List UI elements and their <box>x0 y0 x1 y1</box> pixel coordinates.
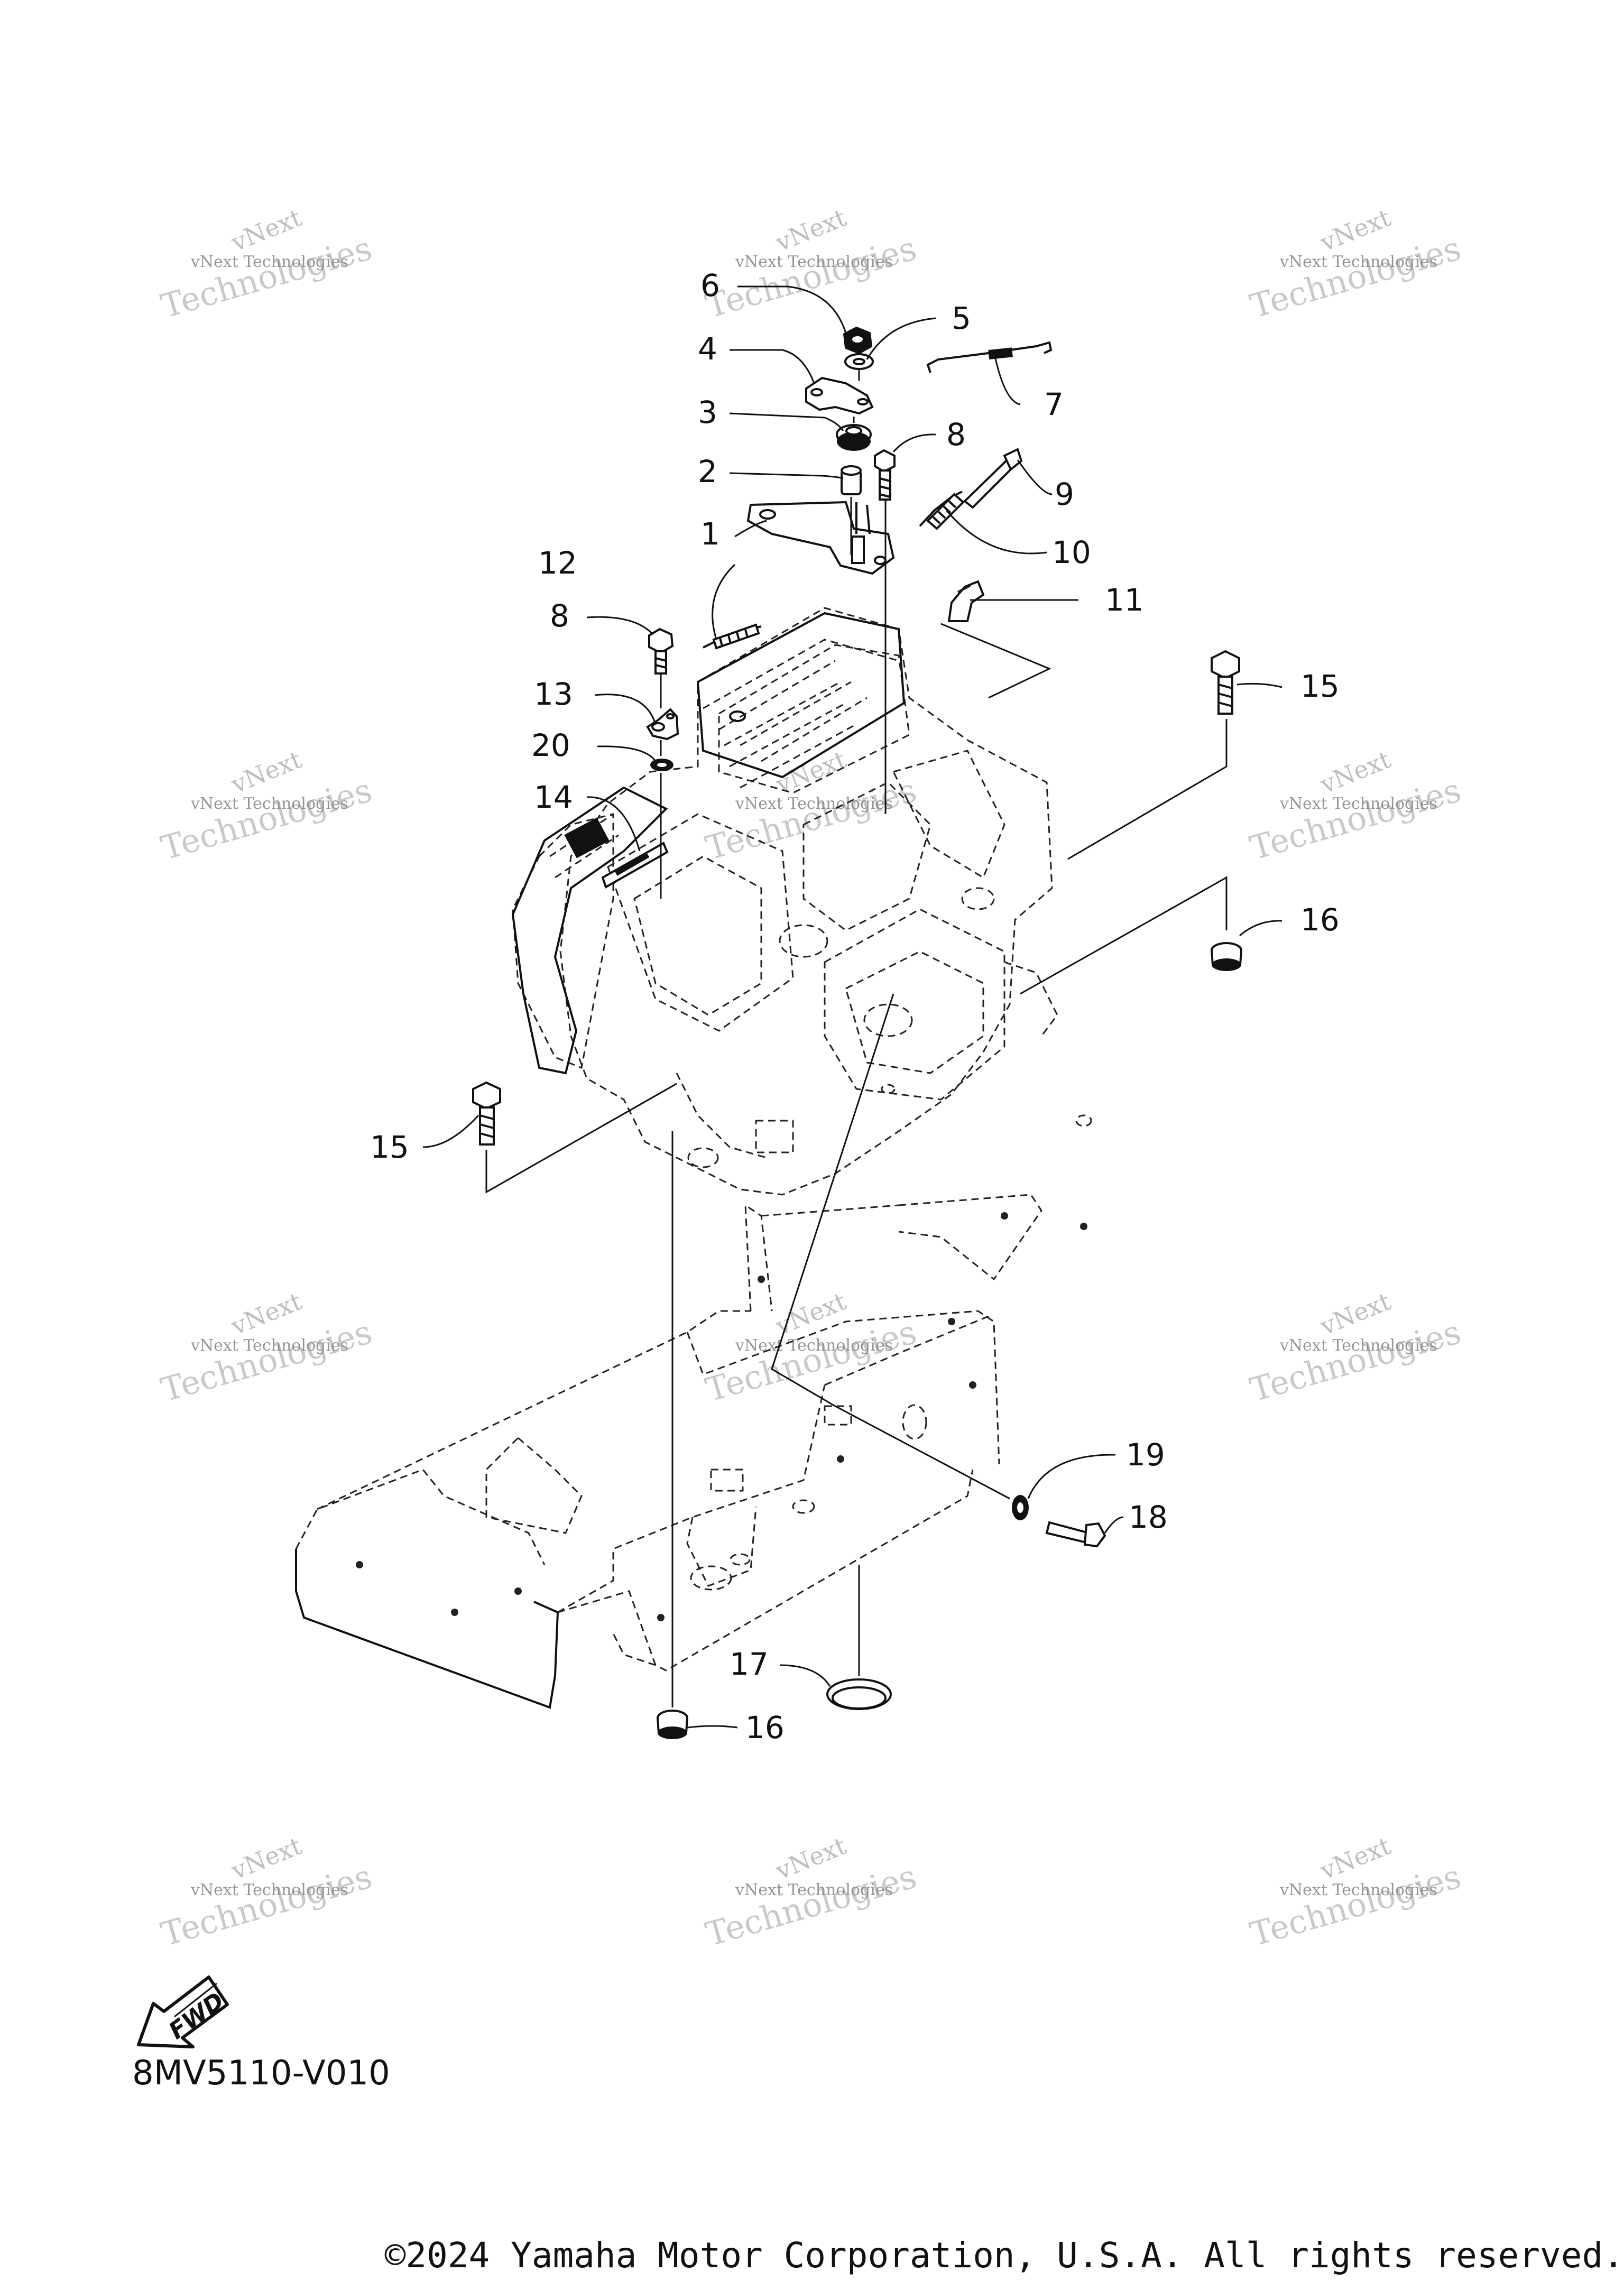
callout-5-label: 6 <box>700 267 720 303</box>
copyright-notice: ©2024 Yamaha Motor Corporation, U.S.A. A… <box>384 2235 1624 2276</box>
callout-16-right: 16 <box>1300 902 1340 938</box>
callout-1: 1 <box>700 516 720 552</box>
part-14-strip <box>603 843 667 887</box>
part-15-bolt-left <box>473 1083 500 1144</box>
watermark-text: vNext Technologies <box>735 1336 893 1355</box>
watermark-text: vNext Technologies <box>190 1336 348 1355</box>
callout-5: 5 <box>952 300 971 336</box>
callout-17: 17 <box>730 1646 769 1682</box>
part-8-bolt-upper <box>875 450 894 500</box>
part-11-hose <box>949 581 983 621</box>
watermark-text: vNext Technologies <box>735 1881 893 1899</box>
callout-15-right: 15 <box>1300 668 1340 704</box>
engine-block <box>513 608 1091 1195</box>
flywheel-cover <box>513 788 666 1073</box>
part-2-collar <box>842 466 864 563</box>
callout-4: 4 <box>698 331 717 367</box>
callout-7: 7 <box>1044 386 1064 422</box>
part-1-bracket <box>748 502 893 574</box>
part-5-washer <box>845 354 873 369</box>
part-8-bolt-lower <box>649 629 672 673</box>
callout-19: 19 <box>1126 1437 1165 1473</box>
part-15-bolt-right <box>1212 651 1239 714</box>
callout-14: 14 <box>534 779 573 815</box>
watermark-text: vNext Technologies <box>735 795 893 813</box>
watermark-text: vNext Technologies <box>1279 1881 1437 1899</box>
fwd-arrow-icon: FWD <box>137 1975 229 2048</box>
callout-13: 13 <box>534 676 573 712</box>
part-16-mount-lower <box>658 1711 687 1739</box>
watermark-text: vNext Technologies <box>735 253 893 271</box>
watermark-text: vNext Technologies <box>190 795 348 813</box>
watermark-text: vNext Technologies <box>1279 1336 1437 1355</box>
drawing-code: 8MV5110-V010 <box>132 2054 390 2093</box>
callout-8-upper: 8 <box>946 417 966 453</box>
callout-8-lower: 8 <box>550 598 569 634</box>
callout-10: 10 <box>1052 534 1091 570</box>
callout-12: 12 <box>538 545 577 581</box>
part-9-bolt <box>965 449 1021 507</box>
watermark-text: vNext Technologies <box>190 1881 348 1899</box>
part-20-ring <box>650 759 673 771</box>
callout-3: 3 <box>698 394 717 430</box>
part-4-plate <box>806 378 872 413</box>
watermark-text: vNext Technologies <box>190 253 348 271</box>
callout-18: 18 <box>1129 1499 1168 1535</box>
engine-mount-drawing: 1 2 3 4 6 5 7 8 9 10 11 12 8 13 20 14 15… <box>296 267 1340 1746</box>
part-16-mount-right <box>1212 943 1241 971</box>
part-13-plate <box>648 709 678 739</box>
frame-assembly <box>296 1195 1087 1707</box>
part-10-spring <box>920 492 963 529</box>
part-19-washer <box>1012 1495 1029 1520</box>
part-18-bolt <box>1047 1522 1105 1546</box>
callout-20: 20 <box>531 727 570 763</box>
callout-11: 11 <box>1105 582 1144 618</box>
watermark-text: vNext Technologies <box>1279 795 1437 813</box>
callout-2: 2 <box>698 454 717 490</box>
part-6-nut <box>844 328 871 353</box>
callout-labels: 1 2 3 4 6 5 7 8 9 10 11 12 8 13 20 14 15… <box>370 267 1340 1746</box>
part-7-spring <box>928 343 1051 373</box>
callout-16-lower: 16 <box>745 1710 785 1746</box>
part-12-spring <box>703 625 761 648</box>
assembly-lines <box>485 370 1228 1707</box>
air-cleaner-box <box>698 613 904 777</box>
watermark-text: vNext Technologies <box>1279 253 1437 271</box>
callout-9: 9 <box>1055 476 1074 512</box>
callout-15-left: 15 <box>370 1129 409 1165</box>
part-3-grommet <box>837 425 871 451</box>
callout-leaders <box>423 287 1282 1728</box>
part-17-grommet <box>827 1679 891 1709</box>
